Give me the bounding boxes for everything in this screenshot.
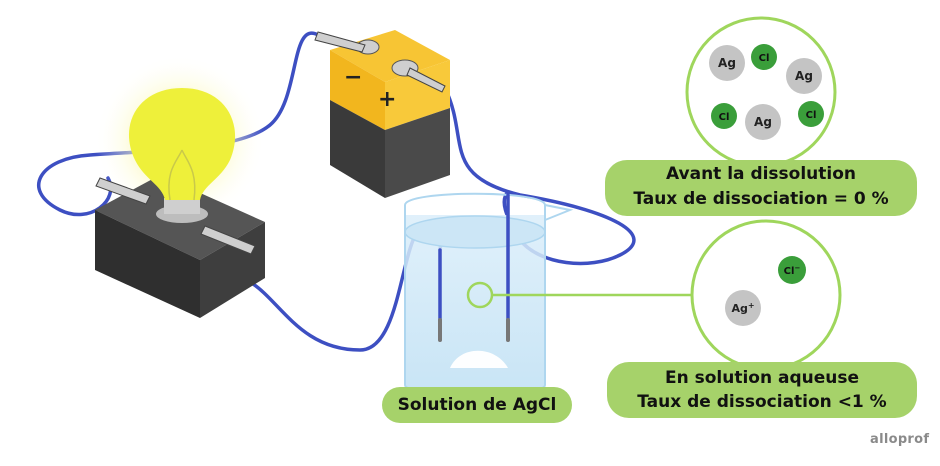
svg-text:Ag+: Ag+ — [731, 301, 754, 315]
ion-cl-1: Cl — [751, 44, 777, 70]
battery-minus-sign: − — [344, 65, 362, 90]
ion-ag-2: Ag — [786, 58, 822, 94]
before-dissolution-label: Avant la dissolution Taux de dissociatio… — [605, 160, 917, 216]
battery — [314, 30, 450, 198]
aqueous-solution-label: En solution aqueuse Taux de dissociation… — [607, 362, 917, 418]
ion-ag-plus: Ag+ — [725, 290, 761, 326]
svg-text:Ag: Ag — [718, 56, 736, 70]
ion-ag-3: Ag — [745, 104, 781, 140]
alloprof-logo: alloprof — [870, 432, 930, 447]
svg-text:Cl: Cl — [759, 53, 770, 64]
svg-text:Cl−: Cl− — [784, 264, 801, 277]
beaker-label: Solution de AgCl — [382, 387, 572, 423]
light-bulb — [128, 88, 236, 223]
ion-cl-3: Cl — [798, 101, 824, 127]
electrodes — [438, 193, 510, 322]
after-title: En solution aqueuse — [664, 368, 860, 388]
battery-plus-sign: + — [378, 87, 396, 112]
aqueous-solution-circle — [690, 219, 842, 371]
after-rate: Taux de dissociation <1 % — [637, 392, 887, 412]
before-rate: Taux de dissociation = 0 % — [633, 189, 889, 209]
before-dissolution-circle — [685, 16, 837, 168]
before-title: Avant la dissolution — [665, 164, 857, 184]
svg-text:Ag: Ag — [754, 115, 772, 129]
ion-cl-2: Cl — [711, 103, 737, 129]
svg-text:Cl: Cl — [719, 112, 730, 123]
svg-text:Ag: Ag — [795, 69, 813, 83]
ion-cl-minus: Cl− — [778, 256, 806, 284]
alligator-clip-left — [95, 177, 151, 205]
ion-ag-1: Ag — [709, 45, 745, 81]
beaker-label-text: Solution de AgCl — [397, 395, 557, 415]
svg-text:Cl: Cl — [806, 110, 817, 121]
alligator-clip-right — [200, 225, 256, 255]
